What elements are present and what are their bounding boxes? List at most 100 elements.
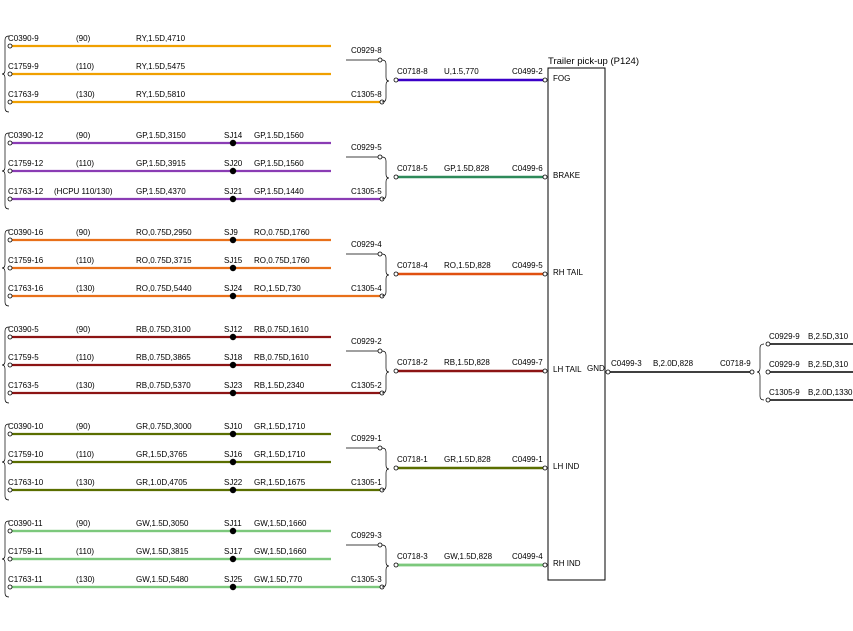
out-spec-label: RB,1.5D,2340 bbox=[254, 381, 305, 390]
link-spec-label: GP,1.5D,828 bbox=[444, 164, 490, 173]
link-end-pin bbox=[542, 368, 548, 374]
variant-label: (90) bbox=[76, 325, 91, 334]
group-right-brace bbox=[381, 350, 390, 394]
wire-spec-label: RB,0.75D,3100 bbox=[136, 325, 191, 334]
group-brace bbox=[1, 132, 10, 210]
mid-connector-label: C0929-3 bbox=[351, 531, 382, 540]
out-spec-label: GP,1.5D,1560 bbox=[254, 159, 304, 168]
variant-label: (110) bbox=[76, 450, 94, 459]
splice-label: SJ20 bbox=[224, 159, 243, 168]
wire-spec-label: GW,1.5D,3815 bbox=[136, 547, 189, 556]
end-connector-label: C1305-2 bbox=[351, 381, 382, 390]
wire-start-pin bbox=[7, 265, 13, 271]
wire-start-pin bbox=[7, 362, 13, 368]
variant-label: (130) bbox=[76, 575, 95, 584]
ground-branch-conn-label: C0929-9 bbox=[769, 332, 800, 341]
ground-branch-conn-label: C0929-9 bbox=[769, 360, 800, 369]
splice-label: SJ21 bbox=[224, 187, 243, 196]
end-connector-label: C1305-1 bbox=[351, 478, 382, 487]
connector-label: C1759-16 bbox=[8, 256, 44, 265]
link-spec-label: U,1.5,770 bbox=[444, 67, 479, 76]
variant-label: (130) bbox=[76, 478, 95, 487]
group-brace bbox=[1, 229, 10, 307]
out-spec-label: GP,1.5D,1560 bbox=[254, 131, 304, 140]
link-end-pin bbox=[542, 77, 548, 83]
ground-branch-pin bbox=[765, 369, 771, 375]
out-spec-label: GW,1.5D,1660 bbox=[254, 519, 307, 528]
wire-start-pin bbox=[7, 556, 13, 562]
wire-start-pin bbox=[7, 293, 13, 299]
link-spec-label: RO,1.5D,828 bbox=[444, 261, 491, 270]
link-from-label: C0718-8 bbox=[397, 67, 428, 76]
wire-start-pin bbox=[7, 528, 13, 534]
link-start-pin bbox=[393, 77, 399, 83]
group-right-brace bbox=[381, 253, 390, 297]
link-start-pin bbox=[393, 562, 399, 568]
link-to-label: C0499-6 bbox=[512, 164, 543, 173]
variant-label: (90) bbox=[76, 131, 91, 140]
mid-connector-pin bbox=[377, 251, 383, 257]
link-start-pin bbox=[393, 465, 399, 471]
link-to-label: C0499-5 bbox=[512, 261, 543, 270]
link-start-pin bbox=[393, 174, 399, 180]
splice-joint bbox=[229, 139, 237, 147]
wire-start-pin bbox=[7, 584, 13, 590]
variant-label: (90) bbox=[76, 34, 91, 43]
out-spec-label: RO,1.5D,730 bbox=[254, 284, 301, 293]
out-spec-label: RB,0.75D,1610 bbox=[254, 353, 309, 362]
wire-spec-label: RO,0.75D,5440 bbox=[136, 284, 192, 293]
splice-label: SJ25 bbox=[224, 575, 243, 584]
out-spec-label: GR,1.5D,1710 bbox=[254, 450, 306, 459]
ground-branch-spec-label: B,2.5D,310 bbox=[808, 360, 849, 369]
wire-spec-label: RY,1.5D,5810 bbox=[136, 90, 186, 99]
variant-label: (HCPU 110/130) bbox=[54, 187, 113, 196]
group-right-brace bbox=[381, 156, 390, 200]
link-spec-label: GW,1.5D,828 bbox=[444, 552, 493, 561]
group-brace bbox=[1, 326, 10, 404]
wire-start-pin bbox=[7, 390, 13, 396]
connector-label: C1759-10 bbox=[8, 450, 44, 459]
splice-joint bbox=[229, 292, 237, 300]
link-start-pin bbox=[393, 271, 399, 277]
link-from-label: C0718-2 bbox=[397, 358, 428, 367]
wire-start-pin bbox=[7, 71, 13, 77]
mid-connector-pin bbox=[377, 348, 383, 354]
variant-label: (110) bbox=[76, 353, 94, 362]
groups-layer: C0390-9(90)RY,1.5D,4710C1759-9(110)RY,1.… bbox=[1, 34, 583, 598]
splice-joint bbox=[229, 458, 237, 466]
mid-connector-label: C0929-5 bbox=[351, 143, 382, 152]
link-to-label: C0499-7 bbox=[512, 358, 543, 367]
splice-joint bbox=[229, 486, 237, 494]
splice-joint bbox=[229, 167, 237, 175]
link-start-pin bbox=[393, 368, 399, 374]
splice-joint bbox=[229, 527, 237, 535]
mid-connector-pin bbox=[377, 542, 383, 548]
variant-label: (90) bbox=[76, 519, 91, 528]
splice-joint bbox=[229, 430, 237, 438]
out-spec-label: GW,1.5D,770 bbox=[254, 575, 303, 584]
wire-start-pin bbox=[7, 168, 13, 174]
mid-connector-label: C0929-4 bbox=[351, 240, 382, 249]
splice-label: SJ16 bbox=[224, 450, 243, 459]
splice-joint bbox=[229, 264, 237, 272]
wire-spec-label: RY,1.5D,5475 bbox=[136, 62, 186, 71]
wire-spec-label: RB,0.75D,3865 bbox=[136, 353, 191, 362]
wire-spec-label: RO,0.75D,2950 bbox=[136, 228, 192, 237]
link-spec-label: RB,1.5D,828 bbox=[444, 358, 490, 367]
wire-start-pin bbox=[7, 196, 13, 202]
out-spec-label: GR,1.5D,1710 bbox=[254, 422, 306, 431]
splice-label: SJ22 bbox=[224, 478, 243, 487]
splice-label: SJ11 bbox=[224, 519, 242, 528]
ground-to-label: C0718-9 bbox=[720, 359, 751, 368]
module-pin-label: BRAKE bbox=[553, 171, 580, 180]
wire-spec-label: GR,1.0D,4705 bbox=[136, 478, 188, 487]
out-spec-label: GW,1.5D,1660 bbox=[254, 547, 307, 556]
link-spec-label: GR,1.5D,828 bbox=[444, 455, 491, 464]
module-pin-label: FOG bbox=[553, 74, 570, 83]
group-brace bbox=[1, 35, 10, 113]
